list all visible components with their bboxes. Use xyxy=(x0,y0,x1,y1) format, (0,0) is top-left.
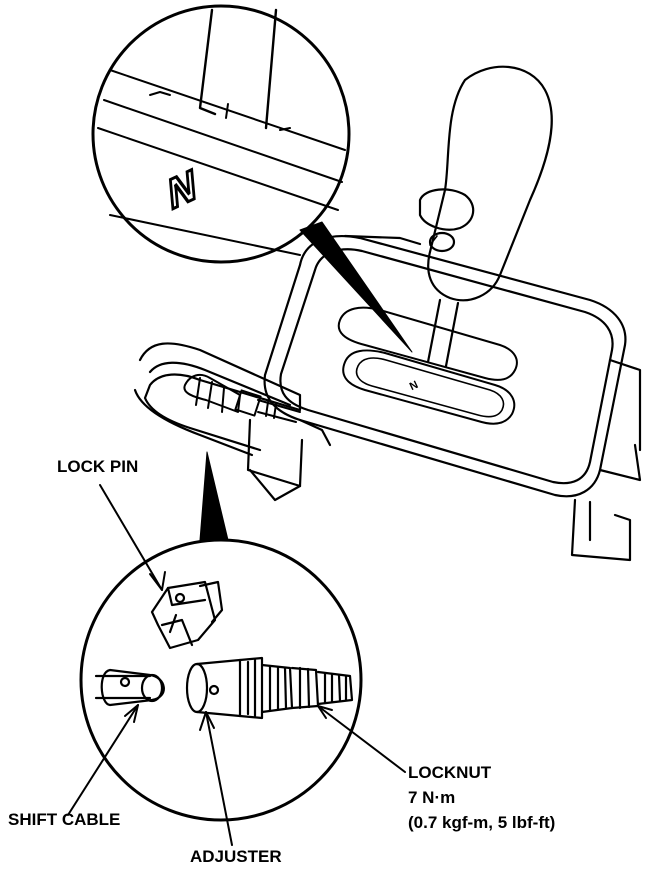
shift-cable-end xyxy=(94,668,165,707)
leader-lines xyxy=(67,484,406,846)
lock-pin-label: LOCK PIN xyxy=(57,457,139,476)
indicator-detail-circle xyxy=(91,4,413,353)
lock-pin xyxy=(150,580,224,650)
torque-nm-label: 7 N·m xyxy=(408,788,456,807)
gate-markings xyxy=(429,235,438,246)
locknut-label: LOCKNUT xyxy=(408,763,492,782)
shift-lever xyxy=(418,65,553,368)
adjuster xyxy=(185,656,294,720)
console-assembly xyxy=(133,234,642,562)
torque-alt-label: (0.7 kgf-m, 5 lbf-ft) xyxy=(408,813,556,832)
locknut xyxy=(290,666,354,710)
shift-cable-label: SHIFT CABLE xyxy=(8,810,121,829)
cable-on-console xyxy=(183,373,301,423)
adjuster-label: ADJUSTER xyxy=(190,847,282,866)
adjuster-detail-circle xyxy=(79,451,363,822)
detail-n-indicator: N xyxy=(166,159,199,221)
